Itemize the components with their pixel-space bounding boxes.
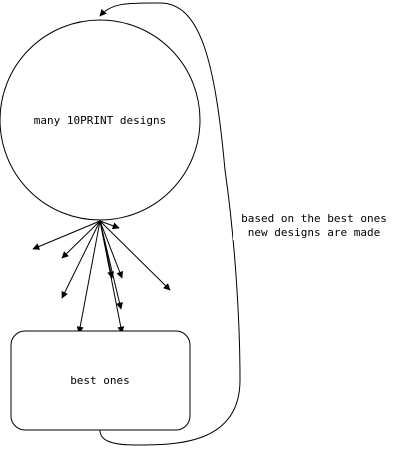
feedback-label-line2: new designs are made [248, 226, 380, 239]
feedback-label-bg [233, 208, 396, 240]
arrow-10 [99, 220, 171, 291]
feedback-label-line1: based on the best ones [241, 212, 387, 225]
designs-circle-node [0, 19, 201, 221]
arrow-3 [61, 220, 101, 299]
designs-circle-label: many 10PRINT designs [34, 114, 166, 127]
arrow-2 [61, 220, 101, 259]
selection-arrows [32, 220, 171, 334]
arrow-6 [99, 220, 123, 279]
arrow-4 [76, 220, 101, 334]
feedback-loop-edge [99, 2, 241, 446]
arrow-1 [32, 220, 101, 250]
arrow-8 [99, 220, 123, 310]
arrow-9 [99, 220, 125, 334]
best-ones-box-label: best ones [70, 374, 130, 387]
arrow-5 [99, 220, 120, 230]
